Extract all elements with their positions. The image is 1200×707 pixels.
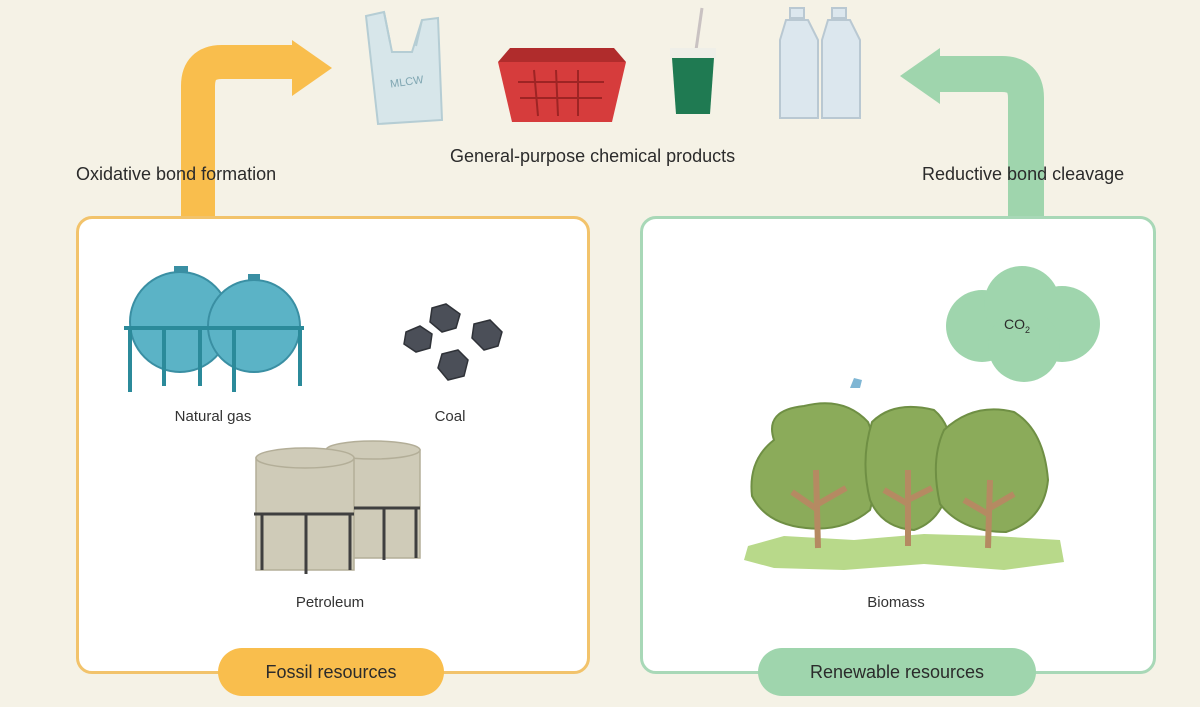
fossil-resources-label: Fossil resources <box>265 661 397 682</box>
biomass-trees-icon <box>744 402 1064 570</box>
svg-text:MLCW: MLCW <box>389 74 425 91</box>
co2-base: CO <box>1004 316 1025 332</box>
reductive-label: Reductive bond cleavage <box>922 164 1125 184</box>
plastic-basket-icon <box>498 48 626 122</box>
petroleum-tanks-icon <box>254 440 421 574</box>
co2-cloud-icon <box>946 266 1100 382</box>
small-leaf-icon <box>850 378 862 388</box>
products-title: General-purpose chemical products <box>450 146 736 166</box>
coal-icon <box>403 303 503 381</box>
plastic-bottles-icon <box>779 7 861 119</box>
fossil-resources-badge: Fossil resources <box>218 648 444 696</box>
plastic-bag-icon: MLCW <box>364 10 444 126</box>
renewable-resources-label: Renewable resources <box>809 661 985 682</box>
biomass-label: Biomass <box>867 594 925 611</box>
petroleum-label: Petroleum <box>295 594 365 611</box>
oxidative-label: Oxidative bond formation <box>76 164 277 184</box>
cup-with-straw-icon <box>670 7 716 114</box>
natural-gas-label: Natural gas <box>174 408 252 425</box>
renewable-resources-badge: Renewable resources <box>758 648 1036 696</box>
natural-gas-tanks-icon <box>124 266 304 392</box>
coal-label: Coal <box>434 408 466 425</box>
co2-subscript: 2 <box>1025 324 1031 335</box>
co2-label: CO2 <box>1004 316 1030 335</box>
